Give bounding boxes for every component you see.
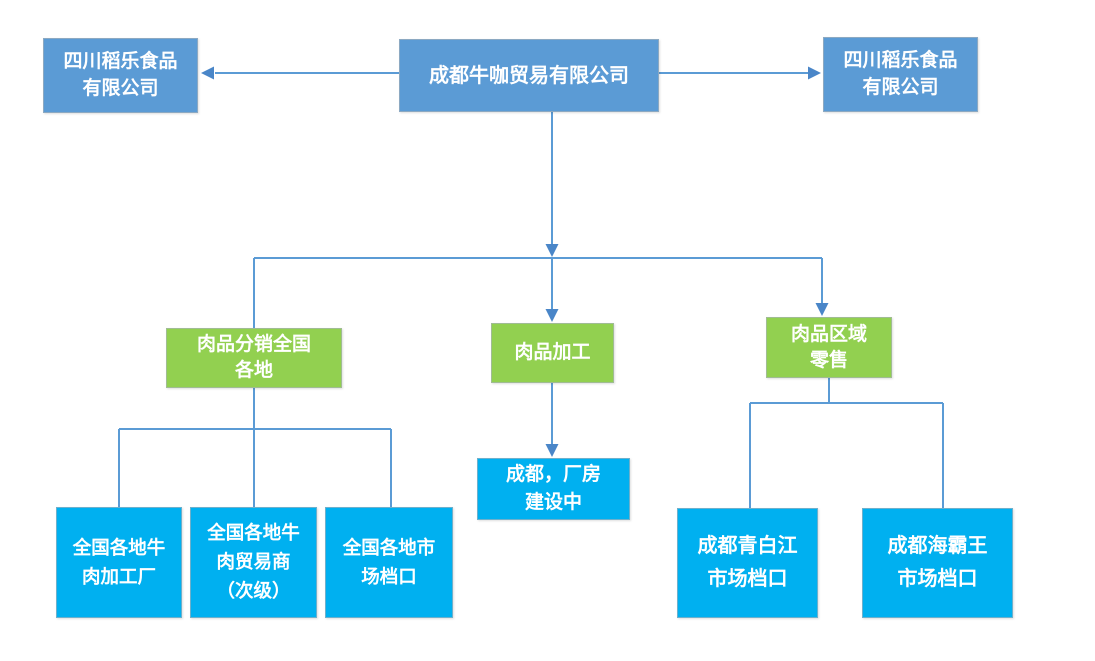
node-branch-distribution: 肉品分销全国 各地 — [166, 328, 342, 388]
node-retail-haibawang: 成都海霸王 市场档口 — [862, 508, 1013, 618]
node-chengdu-niuka-root: 成都牛咖贸易有限公司 — [399, 39, 659, 112]
arrowhead-site-icon — [545, 444, 559, 457]
node-dist-traders: 全国各地牛 肉贸易商 （次级） — [190, 507, 317, 618]
node-branch-processing: 肉品加工 — [491, 323, 614, 383]
arrowhead-bus-icon — [545, 244, 559, 257]
node-processing-site: 成都，厂房 建设中 — [477, 458, 630, 520]
node-dist-processing-plants: 全国各地牛 肉加工厂 — [56, 507, 182, 618]
arrowhead-right-icon — [808, 66, 821, 80]
arrowhead-retail-icon — [815, 303, 829, 316]
node-sichuan-daole-right: 四川稻乐食品 有限公司 — [823, 37, 978, 112]
node-dist-market-stalls: 全国各地市 场档口 — [325, 507, 453, 618]
node-sichuan-daole-left: 四川稻乐食品 有限公司 — [43, 38, 198, 113]
arrowhead-processing-icon — [545, 309, 559, 322]
node-retail-qingbaijiang: 成都青白江 市场档口 — [677, 508, 818, 618]
arrowhead-left-icon — [201, 66, 214, 80]
node-branch-retail: 肉品区域 零售 — [766, 317, 892, 378]
